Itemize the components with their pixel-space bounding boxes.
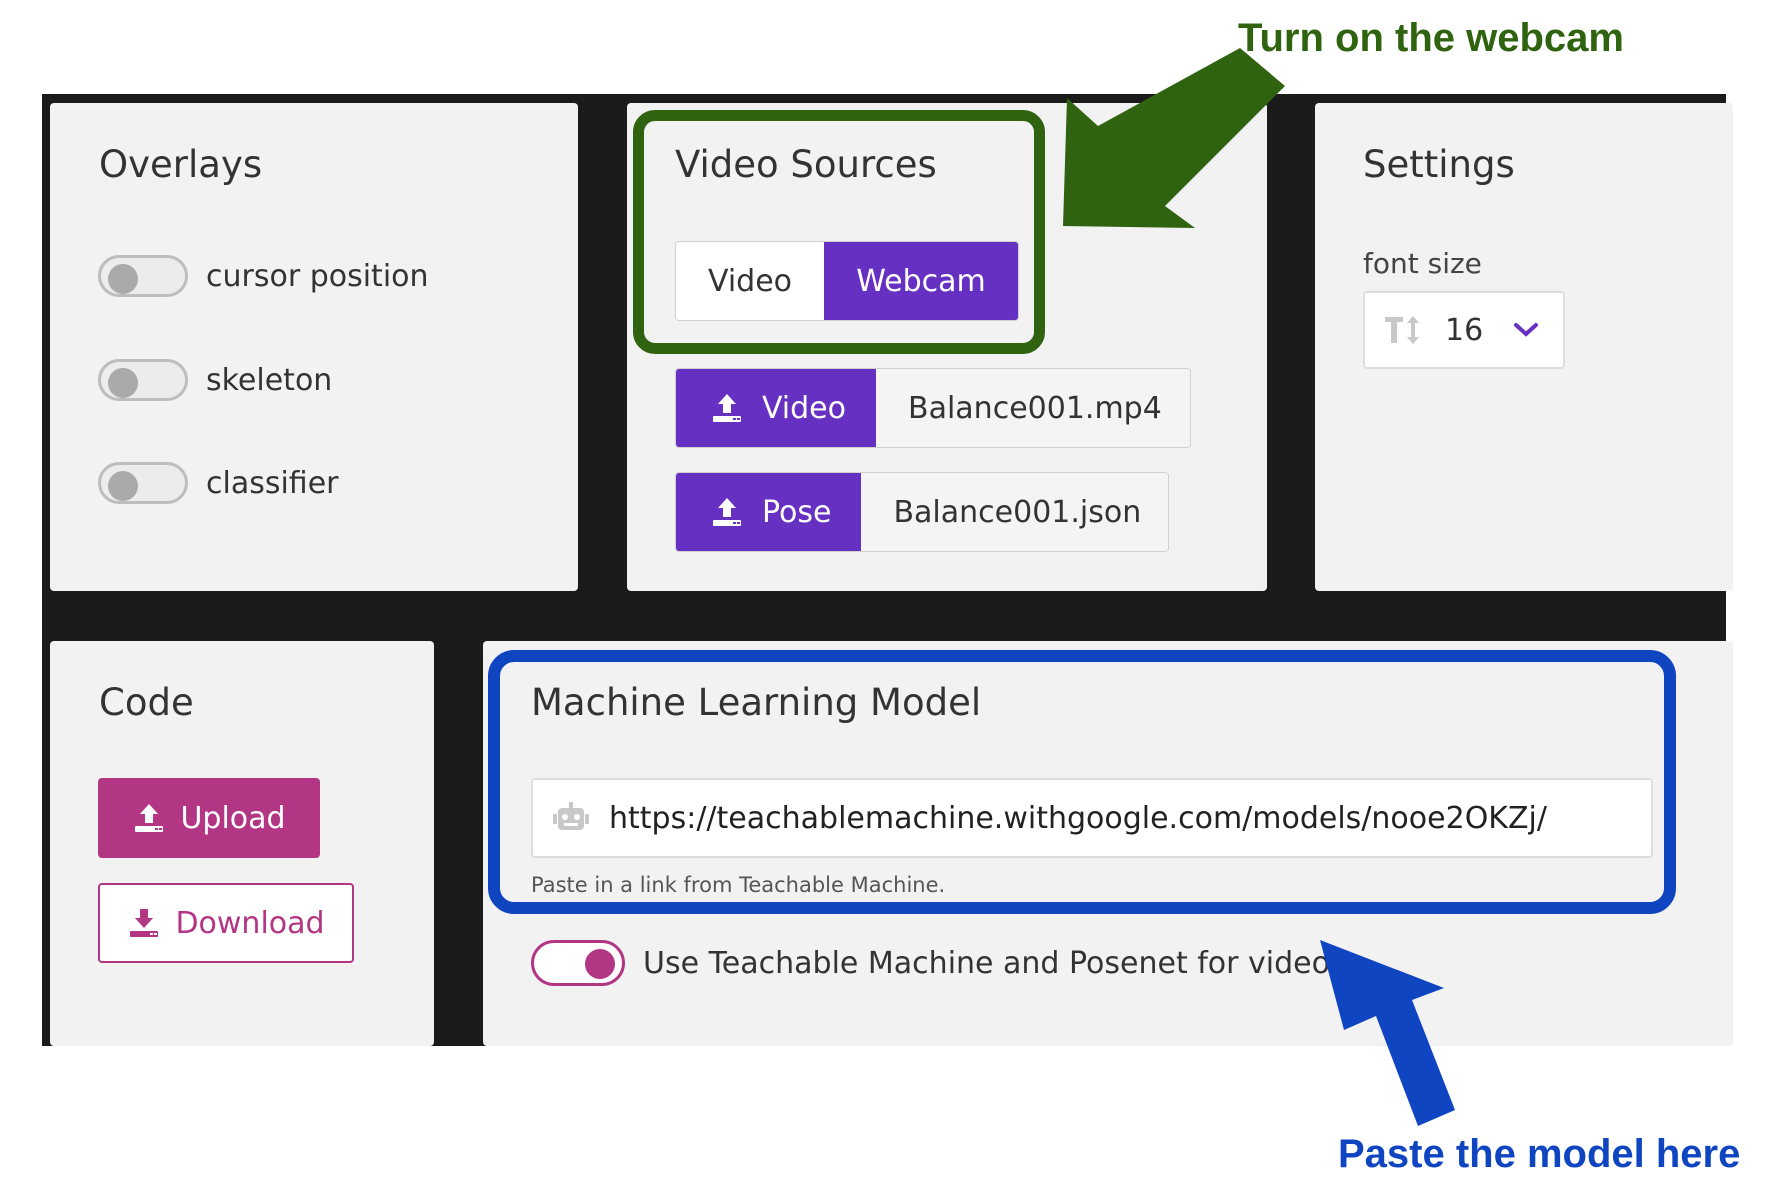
- code-download-button[interactable]: Download: [98, 883, 354, 963]
- code-download-label: Download: [175, 905, 325, 941]
- overlay-skeleton-row: skeleton: [98, 359, 332, 401]
- posenet-toggle-row: Use Teachable Machine and Posenet for vi…: [531, 940, 1346, 986]
- toggle-knob: [585, 949, 615, 979]
- video-sources-title: Video Sources: [675, 143, 937, 186]
- overlay-classifier-row: classifier: [98, 462, 339, 504]
- overlays-panel: Overlays cursor position skeleton classi…: [50, 103, 578, 591]
- overlays-title: Overlays: [99, 143, 263, 186]
- ml-model-panel: Machine Learning Model https://teachable…: [483, 641, 1733, 1046]
- upload-icon: [135, 804, 164, 832]
- posenet-toggle[interactable]: [531, 940, 625, 986]
- video-file-name: Balance001.mp4: [876, 369, 1190, 447]
- ml-model-title: Machine Learning Model: [531, 681, 982, 724]
- skeleton-toggle[interactable]: [98, 359, 188, 401]
- settings-panel: Settings font size 16: [1315, 103, 1733, 591]
- model-highlight-box: [488, 650, 1676, 914]
- turn-on-webcam-callout: Turn on the webcam: [1238, 16, 1624, 60]
- webcam-highlight-box: [633, 110, 1045, 354]
- skeleton-label: skeleton: [206, 362, 333, 398]
- video-upload-label: Video: [761, 390, 846, 426]
- cursor-position-label: cursor position: [206, 258, 429, 294]
- settings-title: Settings: [1363, 143, 1515, 186]
- green-arrow-icon: [1063, 48, 1285, 228]
- model-url-help: Paste in a link from Teachable Machine.: [531, 873, 946, 897]
- video-upload-button[interactable]: Video: [676, 369, 876, 447]
- text-height-icon: [1385, 316, 1419, 344]
- paste-model-callout: Paste the model here: [1338, 1132, 1741, 1176]
- code-title: Code: [99, 681, 194, 724]
- video-source-button[interactable]: Video: [676, 242, 824, 320]
- classifier-toggle[interactable]: [98, 462, 188, 504]
- source-segmented-control: Video Webcam: [675, 241, 1019, 321]
- code-panel: Code Upload Download: [50, 641, 434, 1046]
- font-size-value: 16: [1445, 312, 1484, 348]
- video-upload-row: Video Balance001.mp4: [675, 368, 1191, 448]
- upload-icon: [712, 394, 741, 422]
- blue-arrow-icon: [1320, 940, 1455, 1126]
- pose-upload-row: Pose Balance001.json: [675, 472, 1169, 552]
- model-url-value: https://teachablemachine.withgoogle.com/…: [609, 800, 1547, 836]
- pose-file-name: Balance001.json: [861, 473, 1168, 551]
- chevron-down-icon: [1514, 323, 1539, 337]
- overlay-cursor-position-row: cursor position: [98, 255, 429, 297]
- webcam-source-button[interactable]: Webcam: [824, 242, 1018, 320]
- toggle-knob: [108, 264, 138, 294]
- code-upload-button[interactable]: Upload: [98, 778, 320, 858]
- toggle-knob: [108, 368, 138, 398]
- pose-upload-button[interactable]: Pose: [676, 473, 862, 551]
- cursor-position-toggle[interactable]: [98, 255, 188, 297]
- toggle-knob: [108, 471, 138, 501]
- model-url-input[interactable]: https://teachablemachine.withgoogle.com/…: [531, 778, 1653, 858]
- download-icon: [130, 909, 159, 937]
- classifier-label: classifier: [206, 465, 339, 501]
- pose-upload-label: Pose: [762, 494, 832, 530]
- upload-icon: [713, 498, 741, 526]
- robot-icon: [553, 802, 589, 830]
- font-size-label: font size: [1363, 247, 1482, 280]
- posenet-toggle-label: Use Teachable Machine and Posenet for vi…: [643, 945, 1346, 981]
- code-upload-label: Upload: [180, 800, 286, 836]
- font-size-select[interactable]: 16: [1363, 291, 1565, 369]
